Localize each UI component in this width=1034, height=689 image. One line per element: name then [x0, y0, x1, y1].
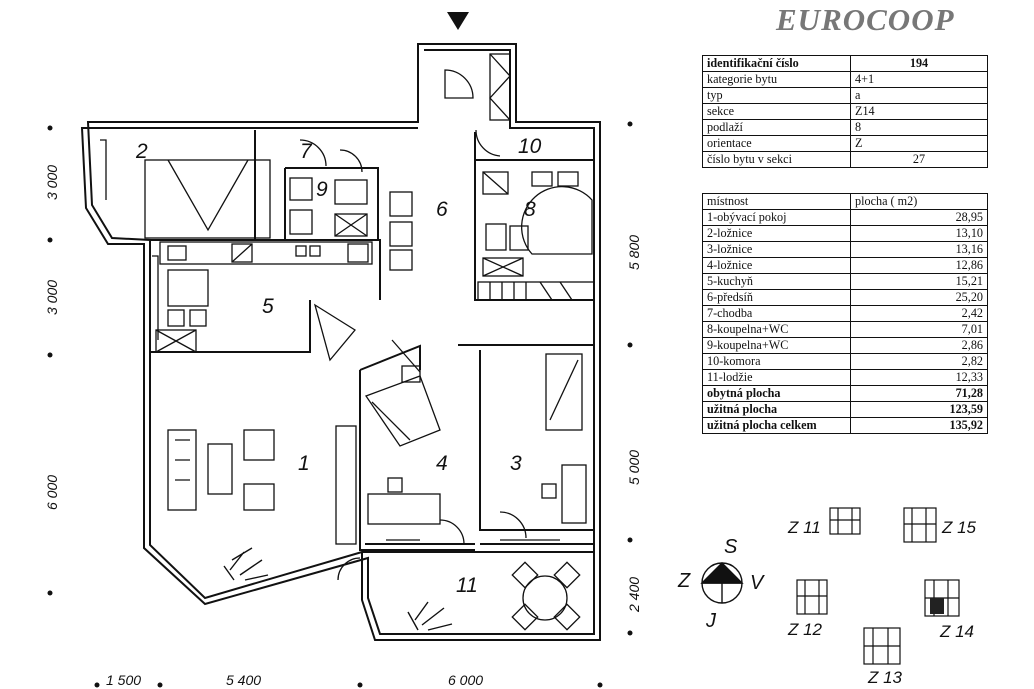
room-label: 2-ložnice [702, 225, 851, 242]
info-label: typ [702, 87, 851, 104]
dimension-right-2: 5 000 [626, 449, 642, 485]
compass-east-label: V [750, 572, 764, 594]
compass-south-label: J [706, 610, 716, 632]
room-area: 13,16 [850, 241, 988, 258]
total-area: 135,92 [850, 417, 988, 434]
dimension-bottom-1: 1 500 [106, 672, 142, 688]
room-number-5: 5 [262, 295, 274, 318]
info-value: 194 [850, 55, 988, 72]
room-label: 1-obývací pokoj [702, 209, 851, 226]
room-number-3: 3 [510, 452, 522, 475]
section-label-z12: Z 12 [788, 620, 823, 639]
info-value: 27 [850, 151, 988, 168]
room-area: 7,01 [850, 321, 988, 338]
info-label: orientace [702, 135, 851, 152]
dimension-bottom-3: 6 000 [448, 672, 484, 688]
room-label: 5-kuchyň [702, 273, 851, 290]
compass-north-label: S [724, 536, 738, 558]
info-label: podlaží [702, 119, 851, 136]
room-number-11: 11 [456, 574, 478, 597]
info-label: číslo bytu v sekci [702, 151, 851, 168]
info-label: kategorie bytu [702, 71, 851, 88]
room-number-4: 4 [436, 452, 448, 475]
total-label: užitná plocha [702, 401, 851, 418]
total-label: užitná plocha celkem [702, 417, 851, 434]
room-number-9: 9 [316, 178, 328, 201]
room-label: 11-lodžie [702, 369, 851, 386]
room-area: 2,82 [850, 353, 988, 370]
room-number-2: 2 [136, 140, 148, 163]
room-area: 2,86 [850, 337, 988, 354]
compass-west-label: Z [678, 570, 691, 592]
total-area: 71,28 [850, 385, 988, 402]
room-label: 7-chodba [702, 305, 851, 322]
room-number-10: 10 [518, 135, 542, 158]
room-area: 25,20 [850, 289, 988, 306]
room-label: 3-ložnice [702, 241, 851, 258]
dimension-bottom-2: 5 400 [226, 672, 262, 688]
section-label-z13: Z 13 [868, 668, 903, 687]
info-value: Z [850, 135, 988, 152]
dimension-left-2: 3 000 [44, 279, 60, 315]
room-label: 9-koupelna+WC [702, 337, 851, 354]
info-value: Z14 [850, 103, 988, 120]
info-value: a [850, 87, 988, 104]
dimension-left-1: 3 000 [44, 164, 60, 200]
room-area: 15,21 [850, 273, 988, 290]
info-label: identifikační číslo [702, 55, 851, 72]
room-label: 4-ložnice [702, 257, 851, 274]
section-label-z15: Z 15 [942, 518, 977, 537]
room-label: 6-předsíň [702, 289, 851, 306]
total-label: obytná plocha [702, 385, 851, 402]
room-label: 10-komora [702, 353, 851, 370]
dimension-right-3: 2 400 [626, 576, 642, 612]
info-value: 8 [850, 119, 988, 136]
room-area: 28,95 [850, 209, 988, 226]
info-value: 4+1 [850, 71, 988, 88]
room-area: 12,33 [850, 369, 988, 386]
dimension-left-3: 6 000 [44, 474, 60, 510]
room-label: 8-koupelna+WC [702, 321, 851, 338]
room-area: 12,86 [850, 257, 988, 274]
room-area: 2,42 [850, 305, 988, 322]
brand-title: EUROCOOP [776, 2, 955, 37]
room-number-1: 1 [298, 452, 310, 475]
room-header-value: plocha ( m2) [850, 193, 988, 210]
section-label-z14: Z 14 [940, 622, 975, 641]
room-number-6: 6 [436, 198, 448, 221]
room-area: 13,10 [850, 225, 988, 242]
room-header-label: místnost [702, 193, 851, 210]
room-number-8: 8 [524, 198, 536, 221]
info-label: sekce [702, 103, 851, 120]
room-number-7: 7 [300, 140, 312, 163]
dimension-right-1: 5 800 [626, 234, 642, 270]
section-label-z11: Z 11 [788, 518, 821, 537]
total-area: 123,59 [850, 401, 988, 418]
